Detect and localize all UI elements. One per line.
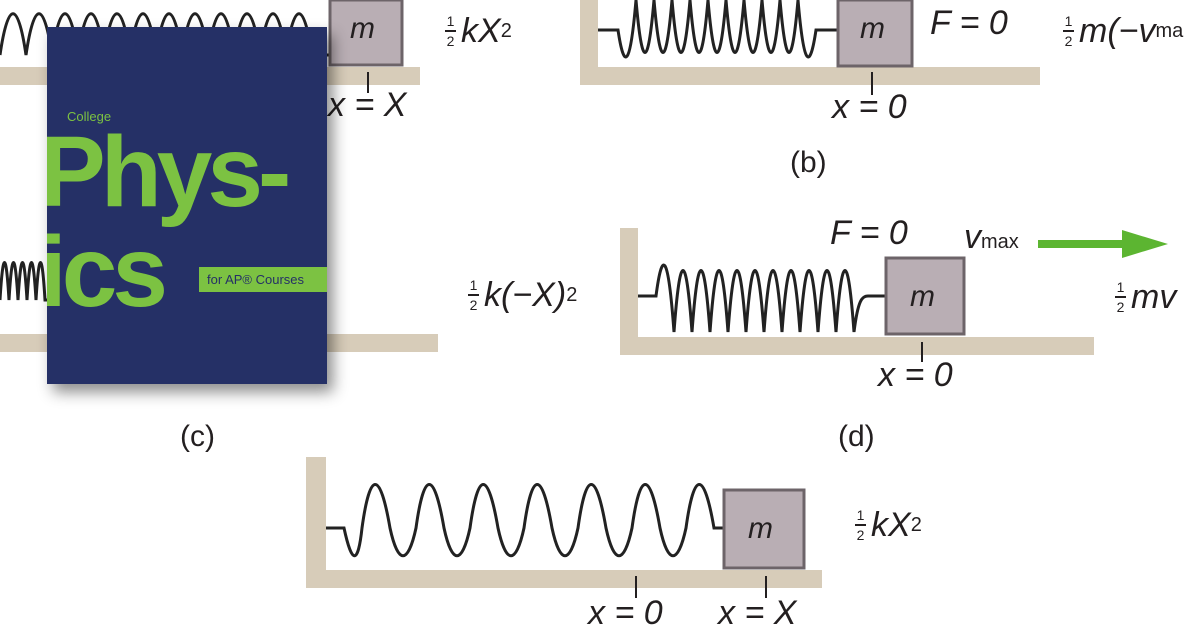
frac-num: 1: [856, 507, 865, 524]
caption-c: (c): [180, 420, 215, 453]
energy-label-c: 1 2 k(−X)2: [468, 278, 577, 312]
mass-block: [328, 0, 404, 67]
panel-e: [306, 457, 822, 598]
wall: [620, 228, 638, 355]
frac-bar: [1115, 296, 1126, 298]
energy-expr: kX: [461, 12, 501, 50]
floor: [620, 337, 1094, 355]
spring: [638, 263, 886, 333]
position-label-d: x = 0: [878, 356, 953, 394]
spring: [0, 261, 47, 302]
velocity-arrow-head: [1122, 230, 1168, 258]
cover-badge: for AP® Courses: [199, 267, 327, 292]
caption-b: (b): [790, 146, 827, 179]
force-label-d: F = 0: [830, 214, 908, 252]
wall: [580, 0, 598, 85]
energy-expr: mv: [1131, 278, 1177, 316]
velocity-symbol: v: [964, 218, 981, 256]
frac-num: 1: [446, 13, 455, 30]
frac-num: 1: [1116, 279, 1125, 296]
position-label-e-zero: x = 0: [588, 594, 663, 632]
energy-sub: ma: [1155, 20, 1184, 42]
frac-bar: [855, 524, 866, 526]
mass-label-e: m: [748, 512, 773, 545]
panel-d: [620, 228, 1168, 362]
frac-bar: [445, 30, 456, 32]
cover-small-title: College: [67, 109, 112, 124]
mass-block: [836, 0, 914, 68]
energy-exp: 2: [566, 284, 578, 306]
mass-label-top-left: m: [350, 12, 375, 45]
book-cover: College Phys- ics for AP® Courses: [47, 27, 327, 384]
fraction-half: 1 2: [1115, 280, 1126, 314]
position-label-e-x: x = X: [718, 594, 797, 632]
energy-expr: k(−X): [484, 276, 567, 314]
mass-block: [884, 256, 966, 336]
fraction-half: 1 2: [445, 14, 456, 48]
frac-bar: [468, 294, 479, 296]
mass-block: [722, 488, 806, 570]
panel-b: [580, 0, 1040, 95]
frac-den: 2: [469, 296, 478, 313]
caption-d: (d): [838, 420, 875, 453]
energy-label-d: 1 2 mv: [1115, 280, 1176, 314]
frac-den: 2: [446, 32, 455, 49]
frac-bar: [1063, 30, 1074, 32]
fraction-half: 1 2: [1063, 14, 1074, 48]
cover-title-line1: Phys-: [47, 116, 291, 228]
wall: [306, 457, 326, 588]
velocity-sub: max: [981, 231, 1019, 253]
mass-label-d: m: [910, 280, 935, 313]
energy-expr: kX: [871, 506, 911, 544]
fraction-half: 1 2: [855, 508, 866, 542]
energy-exp: 2: [910, 514, 922, 536]
frac-num: 1: [1064, 13, 1073, 30]
mass-label-b: m: [860, 12, 885, 45]
position-label-top-left: x = X: [328, 86, 407, 124]
fraction-half: 1 2: [468, 278, 479, 312]
frac-den: 2: [856, 526, 865, 543]
floor: [580, 67, 1040, 85]
frac-den: 2: [1064, 32, 1073, 49]
floor: [306, 570, 822, 588]
velocity-label-d: vmax: [964, 220, 1019, 254]
energy-expr: m(−v: [1079, 12, 1156, 50]
spring: [598, 0, 838, 59]
position-label-b: x = 0: [832, 88, 907, 126]
frac-den: 2: [1116, 298, 1125, 315]
spring: [326, 483, 724, 558]
frac-num: 1: [469, 277, 478, 294]
force-label-b: F = 0: [930, 4, 1008, 42]
energy-exp: 2: [500, 20, 512, 42]
cover-title-line2: ics: [47, 216, 168, 328]
